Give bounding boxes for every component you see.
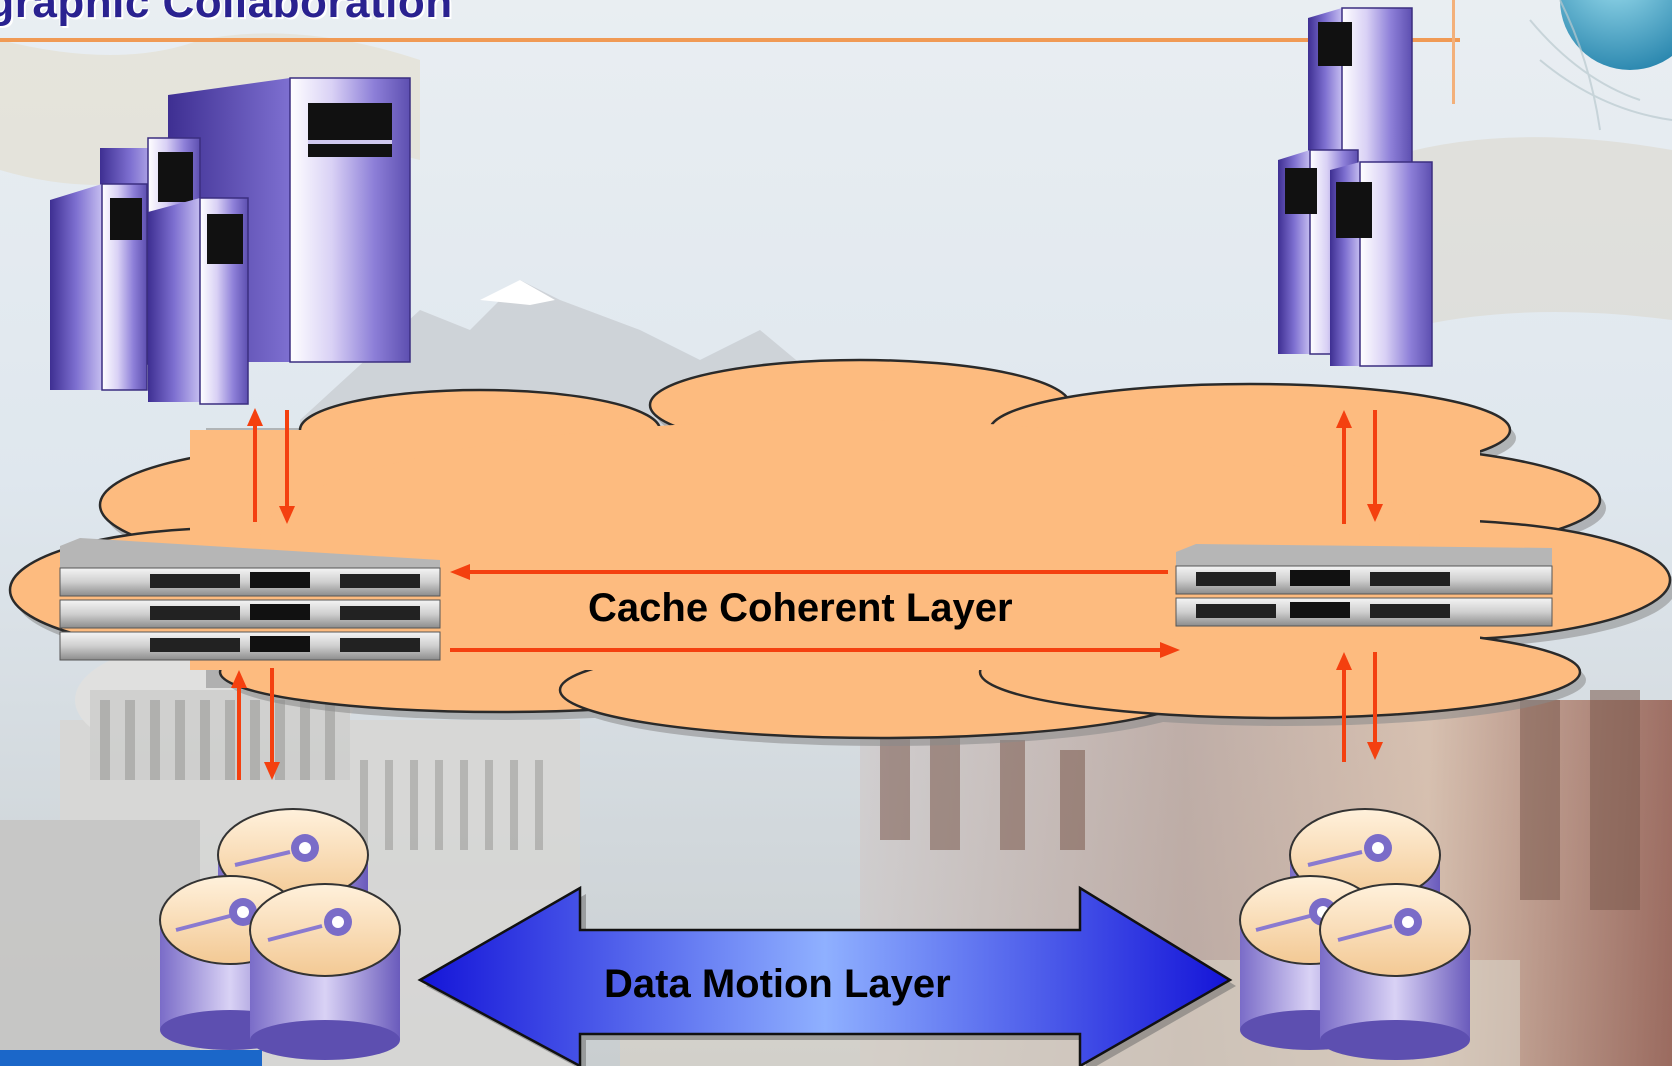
- title-bar: [0, 0, 1460, 104]
- left-upper-uplink-arrow: [247, 408, 263, 522]
- data-motion-layer-label: Data Motion Layer: [604, 962, 951, 1006]
- left-lower-downlink-arrow: [264, 668, 280, 780]
- cache-coherent-cloud: [8, 358, 1672, 746]
- right-upper-downlink-arrow: [1367, 410, 1383, 522]
- rack-appliance-stack-icon: [59, 538, 441, 661]
- rack-appliance-stack-icon: [1175, 544, 1553, 627]
- left-server-cluster: [50, 77, 411, 405]
- disk-storage-stack-icon: [159, 808, 401, 1060]
- cache-right-arrow: [450, 642, 1180, 658]
- right-storage-stack: [1239, 808, 1471, 1060]
- left-lower-uplink-arrow: [231, 670, 247, 780]
- right-lower-uplink-arrow: [1336, 652, 1352, 762]
- cache-left-arrow: [450, 564, 1168, 580]
- server-tower-cluster-icon: [1278, 7, 1433, 367]
- globe-icon: [1529, 0, 1672, 131]
- connection-arrows: [231, 408, 1383, 780]
- data-motion-arrow: [417, 885, 1236, 1066]
- right-server-cluster: [1278, 7, 1433, 367]
- disk-storage-stack-icon: [1239, 808, 1471, 1060]
- slide-title: ographic Collaboration: [0, 0, 453, 27]
- left-storage-stack: [159, 808, 401, 1060]
- right-upper-uplink-arrow: [1336, 410, 1352, 524]
- left-appliance-stack: [59, 538, 441, 661]
- left-upper-downlink-arrow: [279, 410, 295, 524]
- right-lower-downlink-arrow: [1367, 652, 1383, 760]
- cache-coherent-layer-label: Cache Coherent Layer: [588, 586, 1013, 630]
- server-tower-cluster-icon: [50, 77, 411, 405]
- right-appliance-stack: [1175, 544, 1553, 627]
- corner-accent-tab: [0, 1050, 262, 1066]
